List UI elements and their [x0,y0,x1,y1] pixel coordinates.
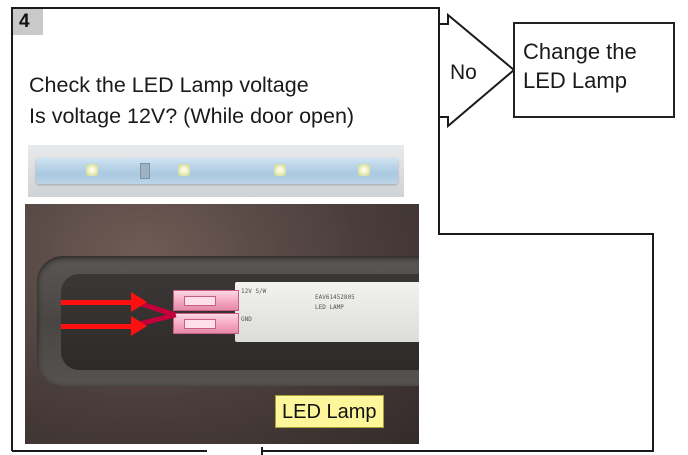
red-arrow-top [61,300,133,305]
led-chip [178,164,190,176]
step-question: Check the LED Lamp voltage Is voltage 12… [29,70,354,132]
no-branch-label: No [450,61,477,85]
pcb-label-12v: 12V S/W [241,288,266,295]
led-chip [86,164,98,176]
pcb-part-number: EAV61452805 [315,294,355,301]
action-line-2: LED Lamp [523,66,673,95]
pcb-part-name: LED LAMP [315,304,344,311]
step-number-badge: 4 [13,9,43,35]
led-lamp-caption: LED Lamp [275,395,384,428]
action-box: Change the LED Lamp [513,22,675,118]
action-line-1: Change the [523,37,673,66]
pcb-label-gnd: GND [241,316,252,323]
led-pcb: 12V S/W GND EAV61452805 LED LAMP [235,282,419,342]
led-chip [358,164,370,176]
led-chip [274,164,286,176]
led-strip-photo [28,145,404,197]
strip-component [140,163,150,179]
connector-bottom [173,313,239,334]
question-line-2: Is voltage 12V? (While door open) [29,101,354,132]
connector-top [173,290,239,311]
red-arrow-bottom [61,324,133,329]
question-line-1: Check the LED Lamp voltage [29,70,354,101]
